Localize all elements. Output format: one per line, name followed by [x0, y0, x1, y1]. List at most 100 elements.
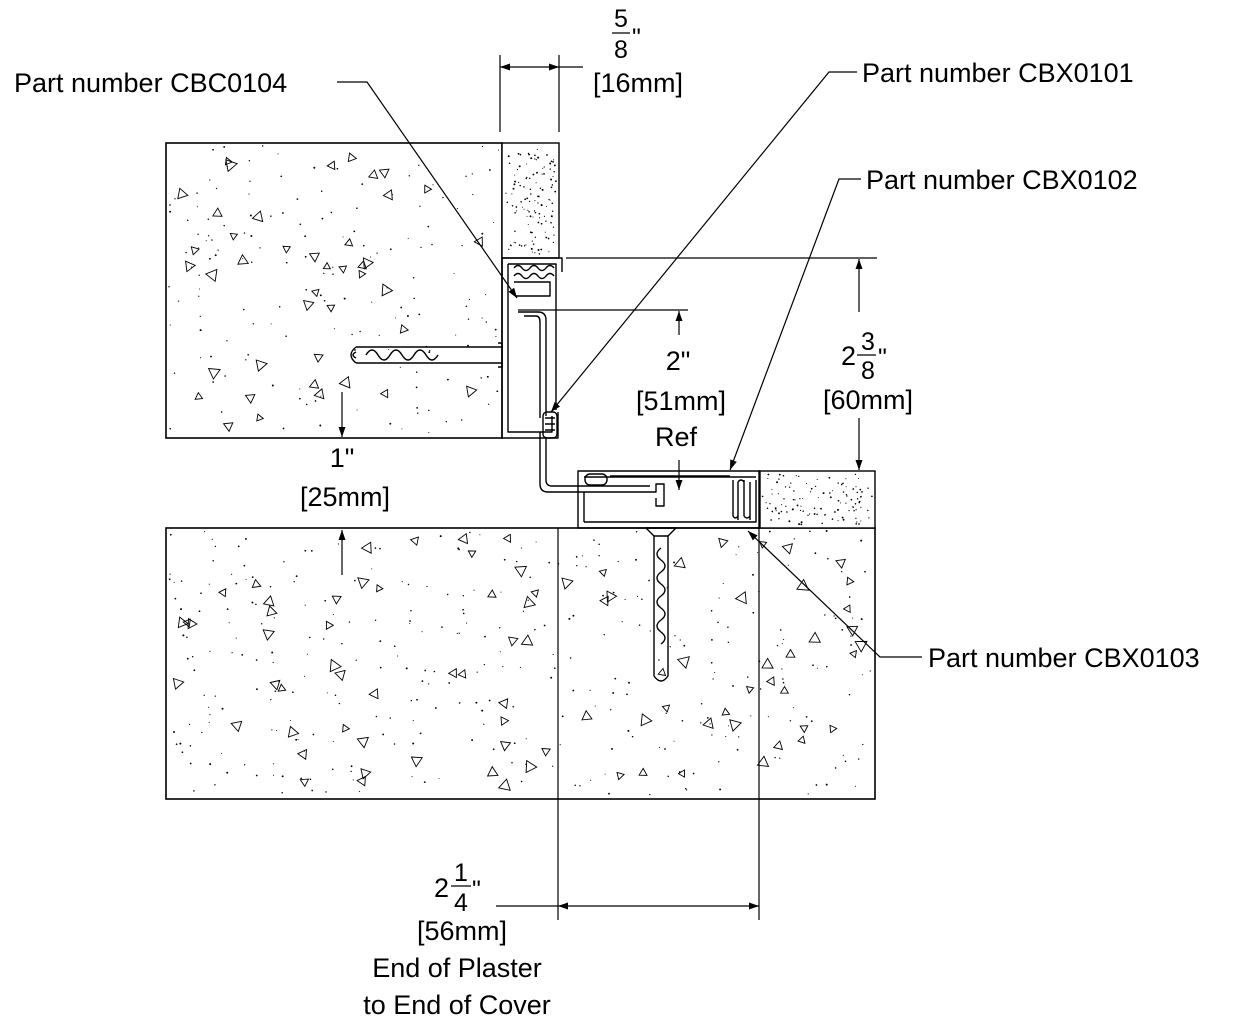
- stipple-dot: [193, 790, 195, 792]
- stipple-dot: [545, 220, 547, 222]
- stipple-dot: [532, 173, 535, 176]
- aggregate-mark: [598, 568, 607, 578]
- stipple-dot: [855, 509, 857, 511]
- stipple-dot: [270, 698, 272, 701]
- stipple-dot: [342, 236, 344, 238]
- stipple-dot: [199, 357, 202, 359]
- stipple-dot: [635, 531, 638, 533]
- stipple-dot: [417, 412, 419, 414]
- stipple-dot: [168, 286, 170, 288]
- stipple-dot: [243, 764, 246, 766]
- stipple-dot: [375, 715, 378, 718]
- stipple-dot: [529, 188, 532, 190]
- stipple-dot: [789, 720, 792, 722]
- stipple-dot: [484, 635, 486, 638]
- stipple-dot: [514, 242, 517, 244]
- stipple-dot: [581, 555, 583, 557]
- aggregate-mark: [673, 556, 686, 569]
- stipple-dot: [485, 321, 487, 323]
- stipple-dot: [546, 154, 548, 156]
- stipple-dot: [855, 517, 857, 519]
- aggregate-mark: [846, 625, 859, 637]
- stipple-dot: [214, 695, 216, 697]
- stipple-dot: [241, 654, 244, 656]
- aggregate-mark: [466, 385, 478, 398]
- stipple-dot: [326, 692, 328, 694]
- stipple-dot: [311, 789, 314, 792]
- aggregate-mark: [581, 709, 593, 721]
- stipple-dot: [831, 518, 834, 520]
- stipple-dot: [841, 516, 844, 519]
- aggregate-mark: [244, 394, 256, 405]
- stipple-dot: [418, 313, 421, 316]
- stipple-dot: [514, 212, 516, 214]
- aggregate-mark: [342, 723, 351, 733]
- stipple-dot: [389, 717, 391, 719]
- aggregate-mark: [849, 649, 857, 659]
- stipple-dot: [181, 751, 184, 754]
- stipple-dot: [248, 193, 250, 195]
- aggregate-mark: [229, 232, 239, 241]
- stipple-dot: [608, 792, 610, 795]
- stipple-dot: [371, 301, 373, 303]
- stipple-dot: [621, 621, 623, 623]
- stipple-dot: [259, 247, 261, 249]
- top-width-metric: [16mm]: [593, 68, 683, 98]
- stipple-dot: [520, 245, 523, 247]
- stipple-dot: [401, 581, 403, 583]
- stipple-dot: [534, 236, 537, 238]
- stipple-dot: [834, 617, 837, 620]
- stipple-dot: [781, 668, 783, 670]
- stipple-dot: [837, 520, 839, 522]
- callout-cbx0102: Part number CBX0102: [729, 165, 1138, 471]
- stipple-dot: [852, 506, 854, 508]
- stipple-dot: [462, 608, 464, 611]
- callout-cbx0103: Part number CBX0103: [747, 530, 1200, 673]
- stipple-dot: [426, 585, 428, 588]
- stipple-dot: [779, 629, 782, 631]
- stipple-dot: [550, 178, 553, 181]
- stipple-dot: [309, 778, 312, 781]
- stipple-dot: [226, 608, 229, 610]
- stipple-dot: [765, 502, 767, 504]
- stipple-dot: [173, 372, 176, 374]
- stipple-dot: [517, 152, 520, 155]
- stipple-dot: [845, 493, 848, 496]
- stipple-dot: [524, 198, 527, 201]
- stipple-dot: [844, 760, 847, 763]
- aggregate-mark: [299, 778, 310, 788]
- stipple-dot: [186, 657, 189, 660]
- stipple-dot: [649, 630, 651, 632]
- stipple-dot: [214, 784, 216, 786]
- stipple-dot: [785, 505, 787, 507]
- aggregate-mark: [251, 578, 262, 589]
- stipple-dot: [391, 194, 393, 196]
- stipple-dot: [179, 742, 182, 745]
- stipple-dot: [526, 176, 528, 179]
- stipple-dot: [465, 175, 467, 177]
- aggregate-mark: [172, 677, 185, 691]
- stipple-dot: [792, 707, 794, 709]
- stipple-dot: [860, 506, 862, 508]
- stipple-dot: [220, 411, 223, 413]
- stipple-dot: [786, 511, 788, 513]
- aggregate-mark: [331, 595, 342, 605]
- stipple-dot: [447, 378, 449, 381]
- stipple-dot: [415, 371, 418, 373]
- stipple-dot: [272, 774, 275, 776]
- stipple-dot: [245, 359, 247, 361]
- stipple-dot: [203, 694, 205, 696]
- stipple-dot: [412, 742, 415, 745]
- aggregate-mark: [507, 636, 519, 647]
- stipple-dot: [393, 645, 396, 648]
- aggregate-mark: [835, 558, 847, 569]
- stipple-dot: [778, 518, 780, 520]
- stipple-dot: [846, 495, 848, 497]
- stipple-dot: [848, 510, 850, 512]
- stipple-dot: [406, 315, 409, 317]
- stipple-dot: [776, 481, 778, 484]
- stipple-dot: [379, 640, 382, 643]
- stipple-dot: [858, 523, 860, 525]
- stipple-dot: [462, 595, 465, 597]
- stipple-dot: [379, 666, 382, 669]
